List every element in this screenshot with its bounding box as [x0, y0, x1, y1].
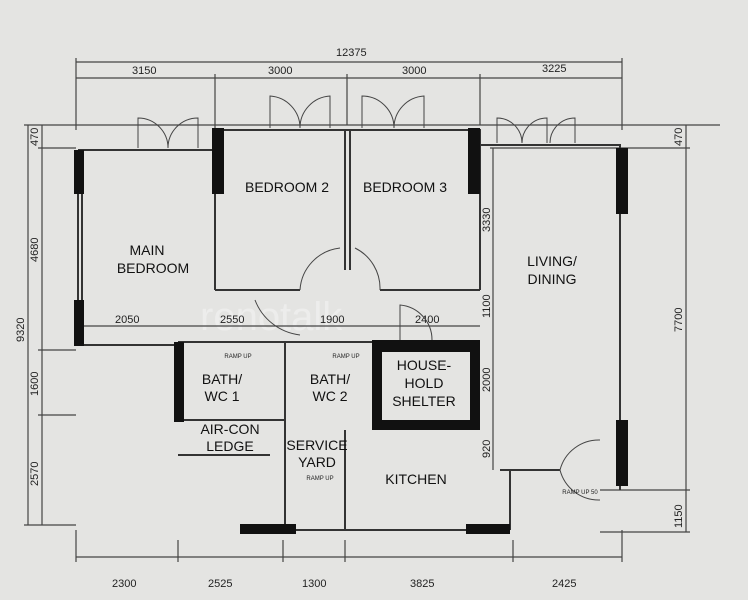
walls — [74, 128, 628, 534]
dim-bottom-4: 3825 — [410, 578, 434, 590]
doors — [137, 95, 601, 501]
right-dimensions: 470 7700 1150 3330 1100 2000 920 — [481, 125, 690, 533]
dim-bottom-2: 2525 — [208, 578, 232, 590]
dim-left-4: 2570 — [29, 462, 41, 486]
watermark: renotalk — [200, 295, 343, 339]
dim-left-2: 4680 — [29, 238, 41, 262]
dim-inner-3: 1900 — [320, 314, 344, 326]
dim-inner-v1: 3330 — [481, 208, 493, 232]
dim-inner-v2: 1100 — [481, 294, 493, 318]
dim-top-2: 3000 — [268, 65, 292, 77]
ramp-up-entrance: RAMP UP 50 — [562, 490, 598, 496]
dim-top-4: 3225 — [542, 63, 566, 75]
left-dimensions: 470 4680 9320 1600 2570 — [15, 124, 720, 526]
label-bath-wc2: BATH/WC 2 — [310, 371, 350, 404]
dim-right-2: 1150 — [673, 504, 685, 528]
dim-left-3: 1600 — [29, 372, 41, 396]
dim-bottom-3: 1300 — [302, 578, 326, 590]
ramp-up-bath2: RAMP UP — [332, 354, 359, 360]
label-kitchen: KITCHEN — [385, 471, 446, 487]
label-bedroom-3: BEDROOM 3 — [363, 179, 447, 195]
inner-dimensions: 2050 2550 1900 2400 — [76, 314, 480, 327]
dim-inner-v3: 2000 — [481, 368, 493, 392]
dim-top-3: 3000 — [402, 65, 426, 77]
label-bedroom-2: BEDROOM 2 — [245, 179, 329, 195]
dim-left-1: 470 — [29, 128, 41, 146]
dim-left-total: 9320 — [15, 318, 27, 342]
dim-right-total: 7700 — [673, 308, 685, 332]
dim-right-1: 470 — [673, 128, 685, 146]
dim-top-total: 12375 — [336, 47, 367, 59]
dim-inner-v4: 920 — [481, 440, 493, 458]
dim-bottom-1: 2300 — [112, 578, 136, 590]
dim-inner-2: 2550 — [220, 314, 244, 326]
dim-bottom-5: 2425 — [552, 578, 576, 590]
bottom-dimensions: 2300 2525 1300 3825 2425 — [75, 530, 623, 590]
top-dimensions: 12375 3150 3000 3000 3225 — [75, 47, 623, 130]
dim-inner-4: 2400 — [415, 314, 439, 326]
dim-top-1: 3150 — [132, 65, 156, 77]
ramp-up-bath1: RAMP UP — [224, 354, 251, 360]
label-bath-wc1: BATH/WC 1 — [202, 371, 242, 404]
label-living-dining: LIVING/DINING — [527, 253, 577, 287]
dim-inner-1: 2050 — [115, 314, 139, 326]
ramp-up-service-yard: RAMP UP — [306, 476, 333, 482]
